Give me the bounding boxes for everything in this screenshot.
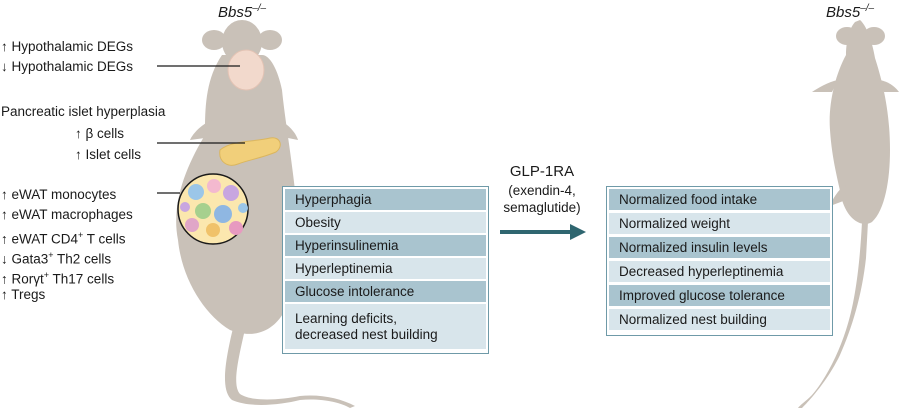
treated-outcome-panel: Normalized food intake Normalized weight… xyxy=(606,186,833,336)
outcome-row: Normalized nest building xyxy=(609,309,830,330)
glp1ra-examples-line1: (exendin-4, xyxy=(508,183,576,198)
hypothalamic-degs-up: ↑ Hypothalamic DEGs xyxy=(1,39,134,54)
phenotype-row: Learning deficits, decreased nest buildi… xyxy=(285,304,486,349)
brain-illustration xyxy=(227,49,265,91)
outcome-row: Improved glucose tolerance xyxy=(609,285,830,306)
glp1ra-examples-line2: semaglutide) xyxy=(503,200,581,215)
phenotype-row: Glucose intolerance xyxy=(285,281,486,302)
adipose-tissue-illustration xyxy=(177,173,249,245)
pancreas-illustration xyxy=(219,137,281,166)
treated-mouse-illustration xyxy=(798,20,899,408)
treatment-arrow xyxy=(500,224,586,240)
phenotype-row: Hyperleptinemia xyxy=(285,258,486,279)
glp1ra-label: GLP-1RA xyxy=(509,163,575,180)
beta-cells-label: ↑ β cells xyxy=(75,126,125,141)
gata3-th2-label: ↓ Gata3+ Th2 cells xyxy=(1,250,112,267)
phenotype-row: Hyperphagia xyxy=(285,189,486,210)
outcome-row: Normalized weight xyxy=(609,213,830,234)
phenotype-row: Obesity xyxy=(285,212,486,233)
ewat-monocytes-label: ↑ eWAT monocytes xyxy=(1,187,117,202)
outcome-row: Decreased hyperleptinemia xyxy=(609,261,830,282)
untreated-phenotype-panel: Hyperphagia Obesity Hyperinsulinemia Hyp… xyxy=(282,186,489,354)
genotype-label-left: Bbs5–/– xyxy=(218,3,267,21)
outcome-row: Normalized insulin levels xyxy=(609,237,830,258)
tregs-label: ↑ Tregs xyxy=(1,287,46,302)
outcome-row: Normalized food intake xyxy=(609,189,830,210)
ewat-cd4-label: ↑ eWAT CD4+ T cells xyxy=(1,230,126,247)
hypothalamic-degs-down: ↓ Hypothalamic DEGs xyxy=(1,59,134,74)
islet-cells-label: ↑ Islet cells xyxy=(75,147,142,162)
genotype-label-right: Bbs5–/– xyxy=(826,3,875,21)
rorgt-th17-label: ↑ Rorγt+ Th17 cells xyxy=(1,270,115,287)
ewat-macrophages-label: ↑ eWAT macrophages xyxy=(1,207,133,222)
phenotype-row: Hyperinsulinemia xyxy=(285,235,486,256)
pancreatic-islet-hyperplasia: Pancreatic islet hyperplasia xyxy=(1,104,166,119)
